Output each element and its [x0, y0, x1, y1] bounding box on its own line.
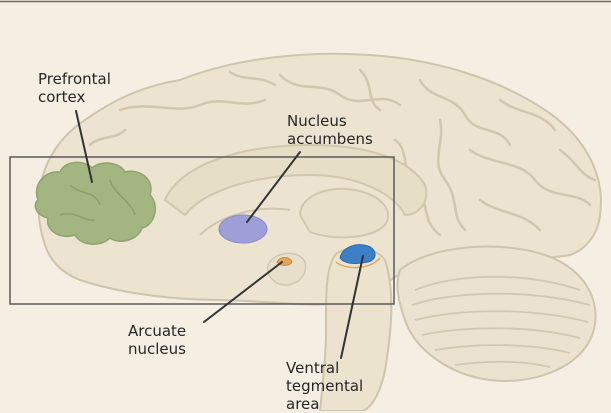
label-line: cortex — [38, 88, 111, 106]
label-line: nucleus — [128, 340, 186, 358]
thalamus — [300, 189, 388, 238]
label-arcuate-nucleus: Arcuate nucleus — [128, 322, 186, 358]
label-nucleus-accumbens: Nucleus accumbens — [287, 112, 373, 148]
nucleus-accumbens-region — [219, 215, 267, 243]
label-ventral-tegmental-area: Ventral tegmental area — [286, 359, 363, 413]
cerebellum — [398, 247, 596, 381]
label-line: Nucleus — [287, 112, 373, 130]
label-line: tegmental — [286, 377, 363, 395]
prefrontal-cortex-region — [35, 162, 155, 244]
label-line: accumbens — [287, 130, 373, 148]
label-line: Arcuate — [128, 322, 186, 340]
label-line: area — [286, 395, 363, 413]
label-line: Ventral — [286, 359, 363, 377]
label-line: Prefrontal — [38, 70, 111, 88]
label-prefrontal-cortex: Prefrontal cortex — [38, 70, 111, 106]
